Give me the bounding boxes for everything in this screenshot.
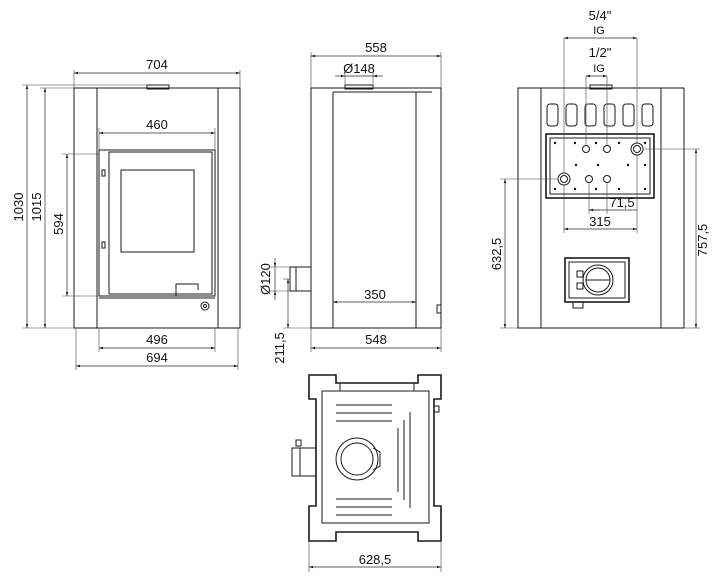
side-flue-diameter: Ø148 (343, 61, 375, 76)
rear-thread-small-type: IG (593, 63, 605, 75)
rear-thread-large-type: IG (593, 25, 605, 37)
front-bottom-outer: 694 (146, 350, 168, 365)
rear-height-high: 757,5 (695, 224, 710, 257)
front-glass-width: 460 (146, 117, 168, 132)
side-depth-bottom: 548 (365, 332, 387, 347)
side-view: 558 Ø148 Ø120 350 211,5 548 (258, 40, 442, 364)
rear-thread-large: 5/4" (589, 8, 612, 23)
rear-height-low: 632,5 (489, 238, 504, 271)
rear-spacing-small: 71,5 (609, 195, 634, 210)
rear-thread-small: 1/2" (589, 45, 612, 60)
side-depth-top: 558 (365, 40, 387, 55)
front-bottom-inner: 496 (146, 332, 168, 347)
side-pipe-height: 211,5 (272, 332, 287, 364)
front-height-total: 1030 (11, 193, 26, 222)
front-height-body: 1015 (29, 193, 44, 222)
side-inner-depth: 350 (364, 287, 386, 302)
top-view: 628,5 (291, 374, 442, 572)
side-pipe-diameter: Ø120 (258, 263, 273, 295)
front-view: 704 460 1030 1015 594 496 694 (11, 57, 241, 370)
front-door-height: 594 (51, 213, 66, 235)
rear-spacing-large: 315 (589, 214, 611, 229)
top-width: 628,5 (359, 552, 392, 567)
rear-view: 5/4" IG 1/2" IG 71,5 315 632,5 757,5 (489, 8, 710, 329)
front-width-top: 704 (146, 57, 168, 72)
